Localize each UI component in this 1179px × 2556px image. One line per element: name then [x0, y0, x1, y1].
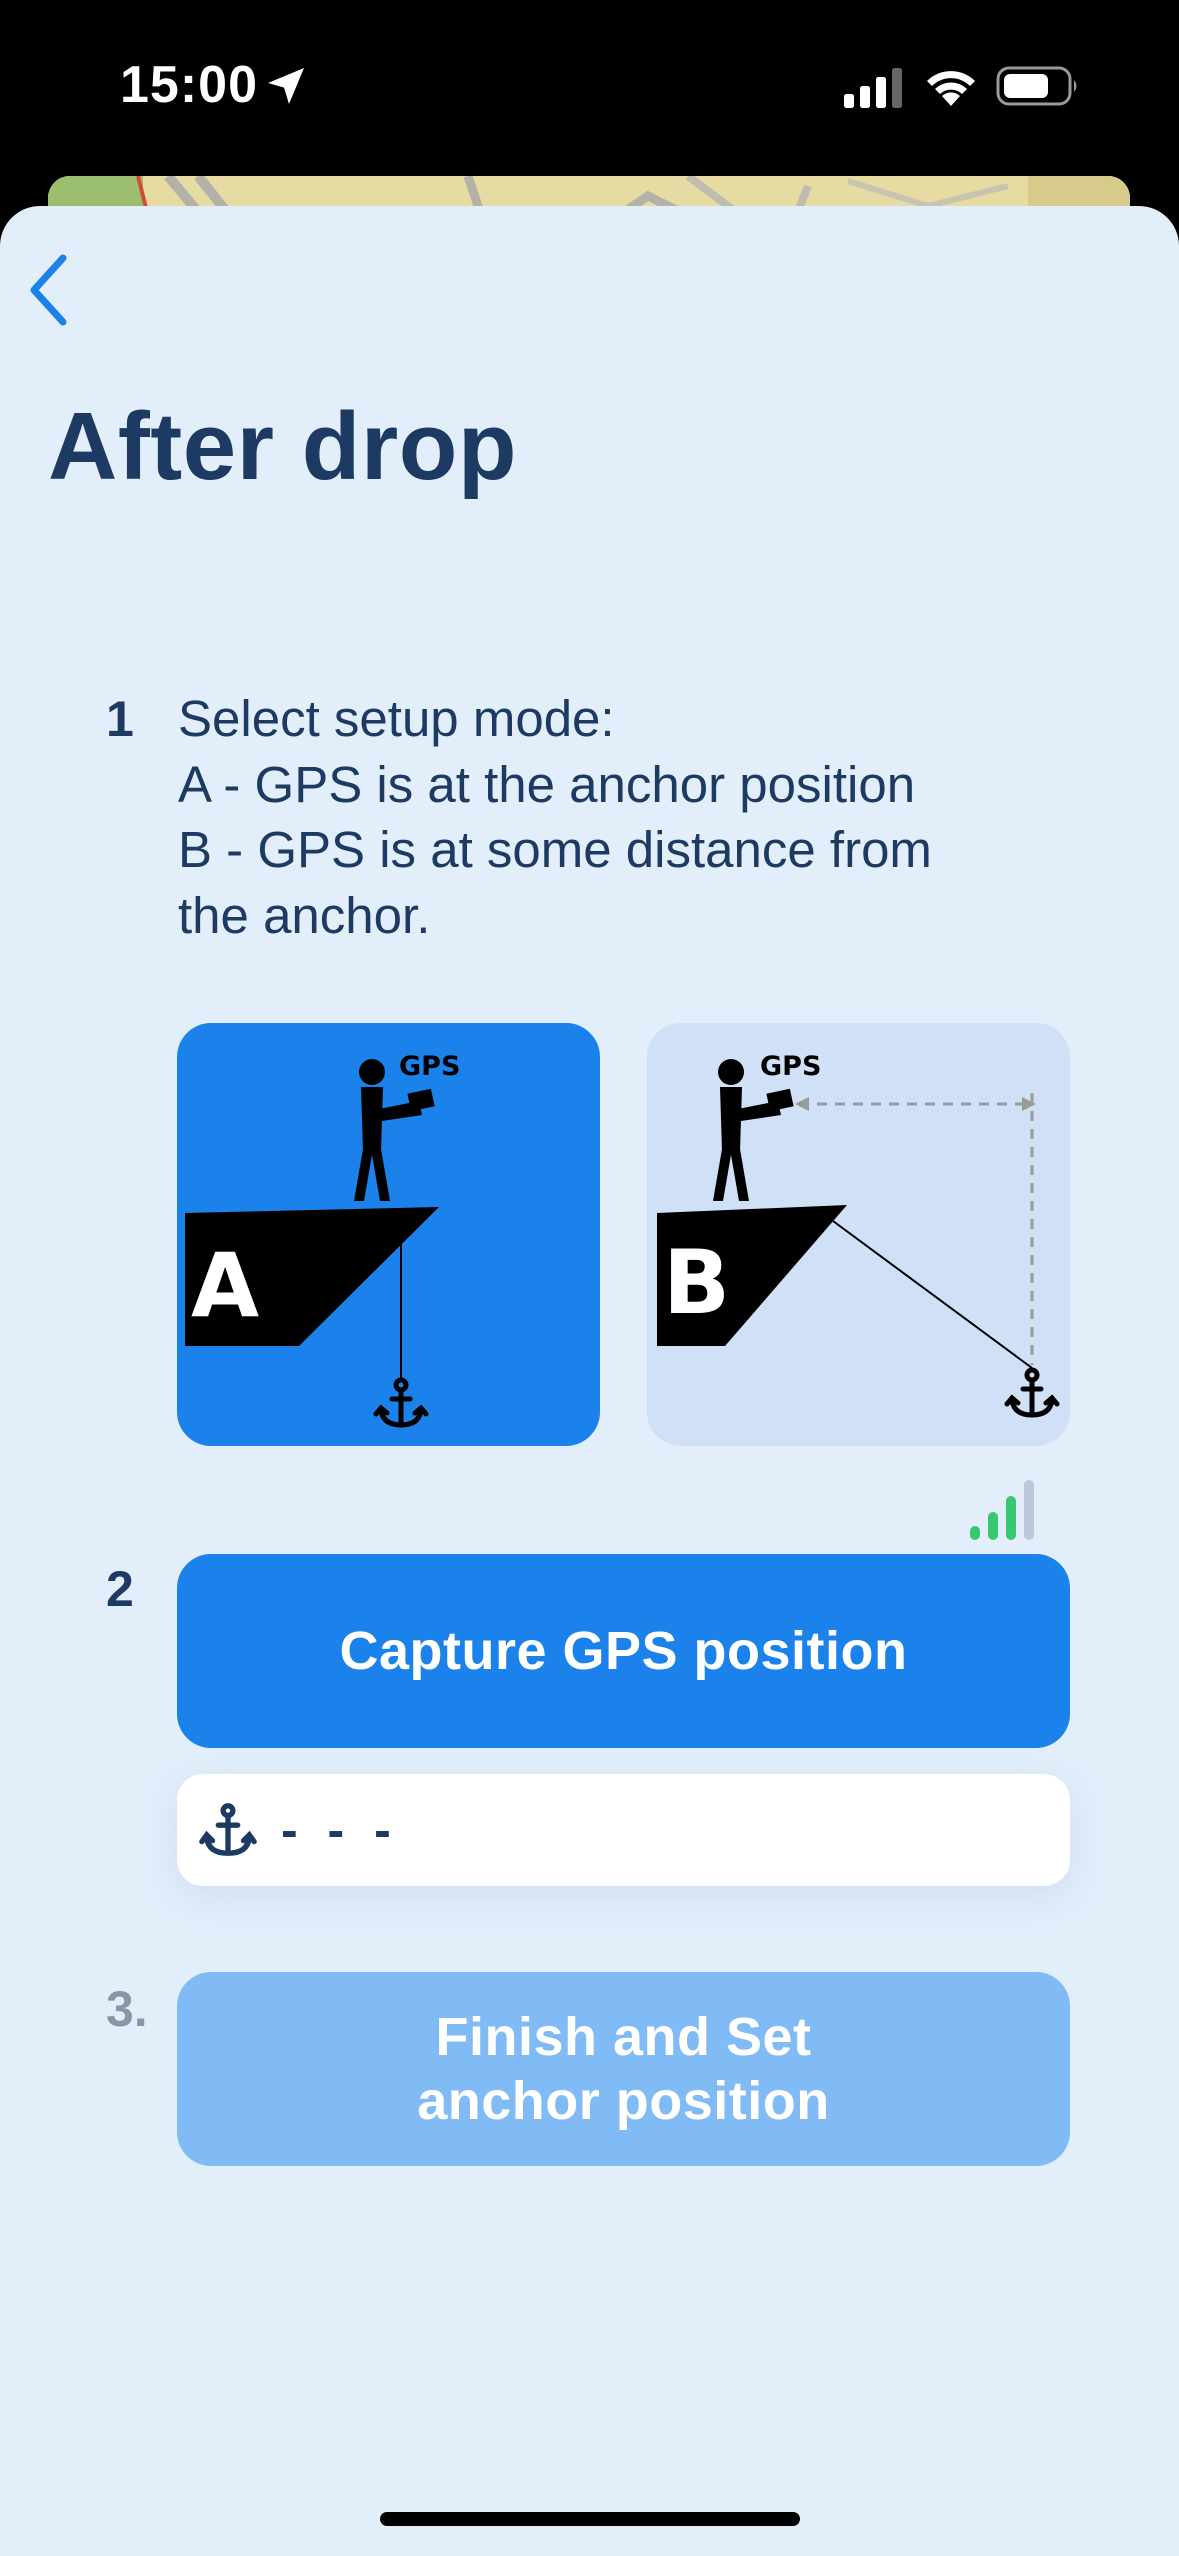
anchor-icon [373, 1377, 429, 1428]
cellular-signal-icon [844, 68, 902, 108]
mode-letter: A [191, 1234, 259, 1337]
anchor-position-field: - - - [177, 1774, 1070, 1886]
anchor-icon [1004, 1367, 1060, 1418]
gps-label: GPS [760, 1051, 821, 1082]
mode-b-illustration: GPS B [657, 1051, 1060, 1418]
anchor-icon [199, 1803, 257, 1856]
capture-gps-button[interactable]: Capture GPS position [177, 1554, 1070, 1748]
gps-label: GPS [399, 1051, 460, 1082]
step-1-number: 1 [106, 691, 134, 747]
battery-icon [996, 66, 1077, 106]
button-line: anchor position [417, 2071, 830, 2131]
wifi-icon [927, 71, 975, 106]
instruction-line: A - GPS is at the anchor position [178, 755, 916, 813]
step-3-number: 3. [106, 1981, 148, 2037]
mode-a-card[interactable]: GPS A [177, 1023, 600, 1446]
setup-mode-instructions: Select setup mode: A - GPS is at the anc… [178, 686, 1098, 948]
mode-letter: B [663, 1231, 730, 1334]
page-title: After drop [48, 393, 517, 500]
person-head [359, 1059, 385, 1085]
mode-a-illustration: GPS A [185, 1051, 460, 1428]
instruction-line: the anchor. [178, 886, 431, 944]
back-chevron-icon[interactable] [18, 248, 78, 332]
location-arrow-icon [268, 68, 304, 104]
mode-b-card[interactable]: GPS B [647, 1023, 1070, 1446]
anchor-position-value: - - - [281, 1802, 399, 1858]
status-time: 15:00 [120, 56, 258, 114]
status-bar: 15:00 [0, 0, 1179, 175]
home-indicator[interactable] [380, 2512, 800, 2526]
step-2-number: 2 [106, 1561, 134, 1617]
button-line: Finish and Set [435, 2007, 812, 2067]
instruction-line: B - GPS is at some distance from [178, 821, 932, 878]
instruction-line: Select setup mode: [178, 690, 615, 747]
person-head [718, 1059, 744, 1085]
finish-set-anchor-button[interactable]: Finish and Set anchor position [177, 1972, 1070, 2166]
signal-strength-icon [970, 1480, 1034, 1540]
